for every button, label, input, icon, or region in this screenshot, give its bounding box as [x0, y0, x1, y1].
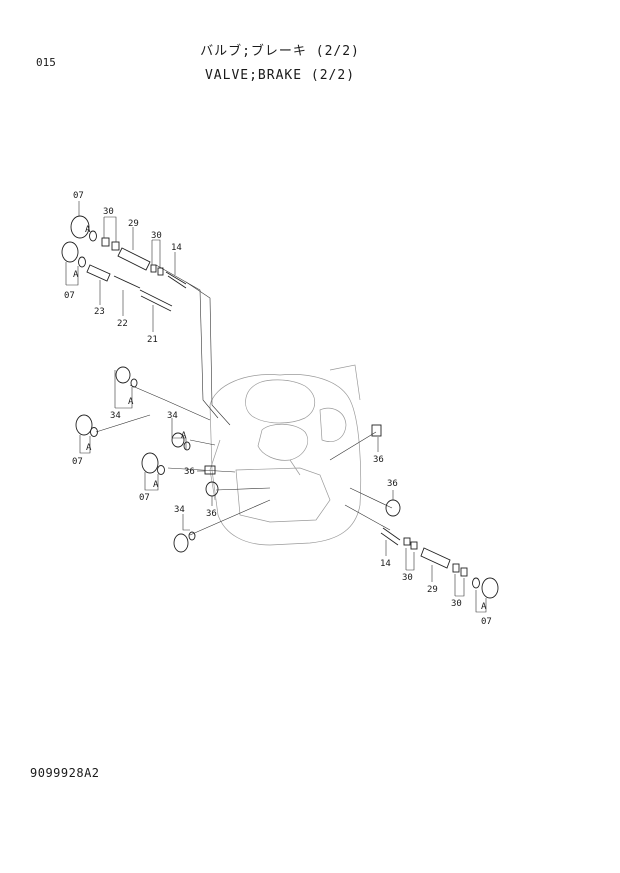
- valve-body: [209, 364, 362, 546]
- upper-left-assembly: [61, 215, 187, 312]
- callout-07-mid: 07: [72, 457, 83, 467]
- title-english: VALVE;BRAKE (2/2): [204, 68, 356, 83]
- spool-29-bottom: [420, 547, 451, 569]
- left-side-plugs: [75, 366, 219, 553]
- plug-34-lower: [173, 533, 189, 553]
- spacer-30-mid-a: [150, 264, 157, 273]
- callout-29-top: 29: [128, 219, 139, 229]
- callout-30-top: 30: [103, 207, 114, 217]
- o-ring-a-upper: [130, 378, 138, 388]
- callout-23: 23: [94, 307, 105, 317]
- document-id: 9099928A2: [30, 766, 100, 780]
- callout-labels: 07 30 29 30 14 A A 07 23 22 21 A 34 34 A…: [64, 191, 492, 627]
- callout-a-upper: A: [128, 397, 134, 407]
- callout-36-lower: 36: [206, 509, 217, 519]
- spacer-30-top-b: [111, 241, 120, 251]
- o-ring-a-bottom: [188, 531, 196, 541]
- callout-30-right: 30: [451, 599, 462, 609]
- callout-36-left: 36: [184, 467, 195, 477]
- callout-14-top: 14: [171, 243, 182, 253]
- plug-07-lower: [141, 452, 159, 474]
- callout-34-lower: 34: [174, 505, 185, 515]
- o-ring-a-left: [78, 256, 86, 268]
- spacer-30-right-a: [452, 563, 460, 573]
- right-side-assembly: [371, 424, 499, 599]
- spacer-30-top-a: [101, 237, 110, 247]
- plug-34-mid: [171, 432, 185, 448]
- o-ring-a-mid: [90, 427, 98, 437]
- callout-07-right: 07: [481, 617, 492, 627]
- callout-30-mid: 30: [151, 231, 162, 241]
- plug-07-top: [70, 215, 90, 239]
- o-ring-a-mid2: [183, 441, 191, 451]
- callout-a-lower: A: [153, 480, 159, 490]
- spring-14-bottom: [380, 527, 401, 546]
- callout-36-right-top: 36: [373, 455, 384, 465]
- plug-07-mid: [75, 414, 93, 436]
- callout-34-mid: 34: [167, 411, 178, 421]
- callout-a-mid: A: [86, 443, 92, 453]
- o-ring-a-top: [89, 230, 97, 242]
- plug-36-right-top: [371, 424, 382, 437]
- callout-a-mid2: A: [181, 431, 187, 441]
- spool-29-top: [117, 247, 151, 271]
- leader-lines: [65, 201, 487, 613]
- spacer-30-right-b: [460, 567, 468, 577]
- callout-a-left: A: [73, 270, 79, 280]
- connection-lines: [95, 264, 393, 536]
- callout-07-top: 07: [73, 191, 84, 201]
- callout-14-bottom: 14: [380, 559, 391, 569]
- plug-36-right: [385, 499, 401, 517]
- plug-36-left: [204, 465, 216, 475]
- page-code: 015: [36, 56, 56, 69]
- o-ring-a-lower: [157, 465, 165, 475]
- plug-07-left: [61, 241, 79, 263]
- plunger-23: [86, 264, 111, 282]
- callout-07-lower: 07: [139, 493, 150, 503]
- callout-21: 21: [147, 335, 158, 345]
- callout-34-upper: 34: [110, 411, 121, 421]
- o-ring-a-right: [472, 577, 480, 589]
- callout-07-left: 07: [64, 291, 75, 301]
- callout-29-bottom: 29: [427, 585, 438, 595]
- callout-36-right: 36: [387, 479, 398, 489]
- spacer-30-bottom-a: [403, 537, 411, 546]
- callout-30-bottom: 30: [402, 573, 413, 583]
- plug-07-right: [481, 577, 499, 599]
- spacer-30-bottom-b: [410, 541, 418, 550]
- callout-a-right: A: [481, 602, 487, 612]
- spring-14-top: [165, 271, 187, 289]
- plug-34-upper: [115, 366, 131, 384]
- spring-21: [139, 289, 173, 312]
- callout-a-top: A: [85, 225, 91, 235]
- spacer-30-mid-b: [157, 267, 164, 276]
- title-japanese: バルブ;ブレーキ (2/2): [200, 44, 360, 59]
- callout-22: 22: [117, 319, 128, 329]
- rod-22: [113, 275, 141, 289]
